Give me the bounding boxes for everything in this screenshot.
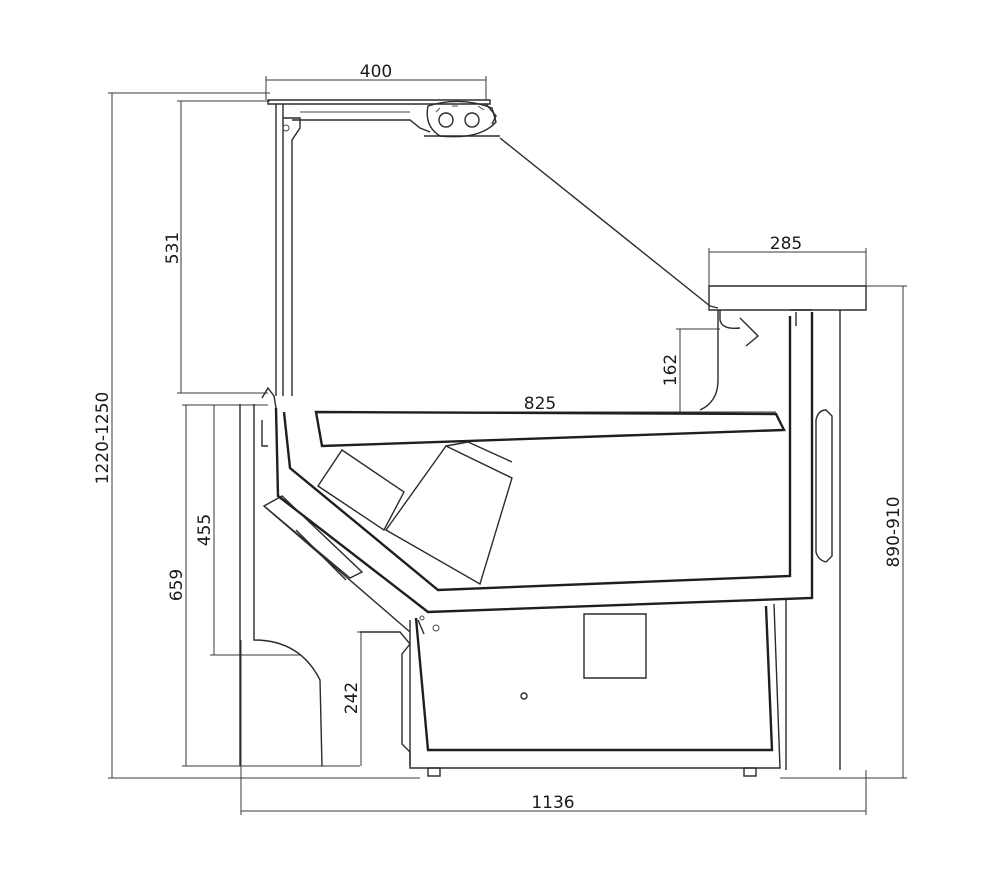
dim-total-depth: 1136 bbox=[531, 793, 574, 813]
dim-plinth-height: 242 bbox=[342, 682, 362, 714]
front-plinth bbox=[239, 386, 411, 767]
dim-glass-height: 531 bbox=[163, 232, 183, 264]
dim-total-height: 1220-1250 bbox=[93, 392, 113, 485]
dim-top-width: 400 bbox=[360, 62, 392, 82]
cooled-tank bbox=[262, 312, 814, 633]
dim-counter-height: 890-910 bbox=[884, 496, 904, 567]
dim-shelf-depth: 285 bbox=[770, 234, 802, 254]
display-shelf bbox=[314, 410, 786, 448]
base-unit bbox=[409, 603, 781, 777]
dimension-labels: 400 1220-1250 531 659 455 242 1136 285 8… bbox=[93, 62, 904, 813]
canopy bbox=[267, 99, 500, 396]
rear-counter bbox=[699, 285, 867, 411]
product-trays bbox=[317, 441, 513, 586]
rear-panel bbox=[785, 310, 841, 770]
dim-rear-opening: 162 bbox=[661, 354, 681, 386]
dim-inner-height: 455 bbox=[195, 514, 215, 546]
front-glass bbox=[499, 137, 719, 309]
light-fan-icon bbox=[426, 100, 497, 138]
dim-display-depth: 825 bbox=[524, 394, 556, 414]
dimension-lines bbox=[108, 76, 907, 815]
dim-base-height: 659 bbox=[167, 569, 187, 601]
feet bbox=[427, 767, 757, 777]
